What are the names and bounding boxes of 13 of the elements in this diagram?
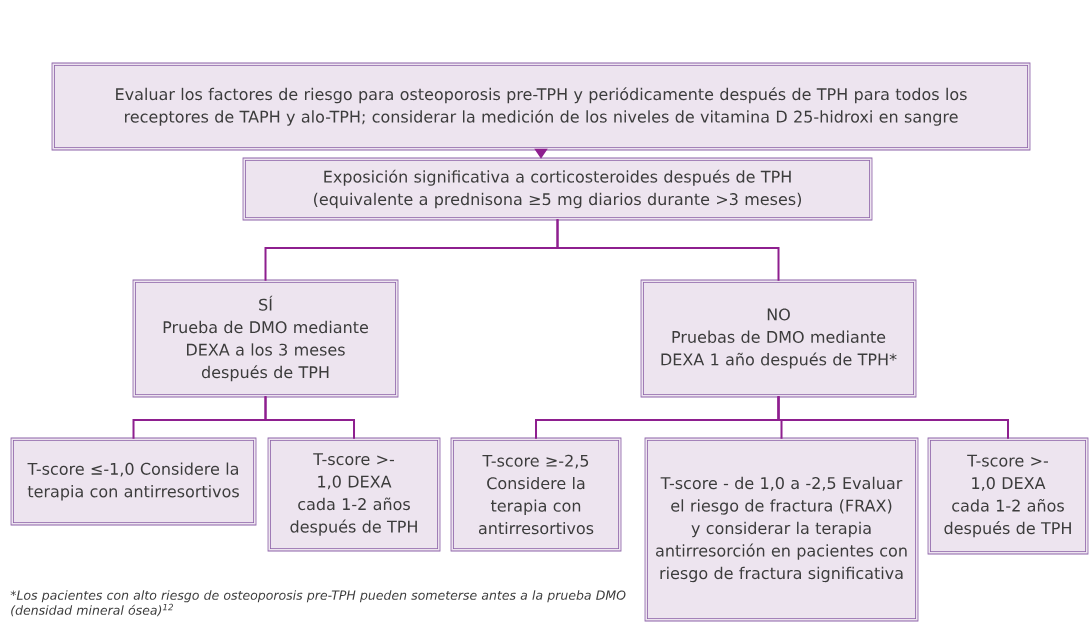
branch-box: NO Pruebas de DMO mediante DEXA 1 año después de TPH* xyxy=(640,279,917,398)
branch-box: SÍ Prueba de DMO mediante DEXA a los 3 meses después de TPH xyxy=(132,279,399,398)
result-box: T-score ≤-1,0 Considere la terapia con antirresortivos xyxy=(10,437,257,526)
decision-box: Exposición significativa a corticosteroides después de TPH (equivalente a prednisona ≥5 mg diarios durante >3 meses) xyxy=(242,157,873,221)
result-box: T-score >-1,0 DEXA cada 1-2 años después de TPH xyxy=(267,437,441,552)
process-box: Evaluar los factores de riesgo para osteoporosis pre-TPH y periódicamente después de TPH para todos los receptores de TAPH y alo-TPH; considerar la medición de los niveles de vitamina D 25-hidroxi en sangre xyxy=(51,62,1031,151)
footnote: *Los pacientes con alto riesgo de osteoporosis pre-TPH pueden someterse antes a la prueba DMO (densidad mineral ósea)$^{12}$ xyxy=(10,590,626,617)
connector xyxy=(777,395,1009,440)
result-box: T-score >-1,0 DEXA cada 1-2 años después de TPH xyxy=(927,437,1089,555)
result-box: T-score ≥-2,5 Considere la terapia con antirresortivos xyxy=(450,437,622,552)
connector xyxy=(556,218,780,282)
connector xyxy=(264,395,355,440)
result-box: T-score - de 1,0 a -2,5 Evaluar el riesgo de fractura (FRAX) y considerar la terapia antirresorción en pacientes con riesgo de fractura significativa xyxy=(644,437,919,622)
